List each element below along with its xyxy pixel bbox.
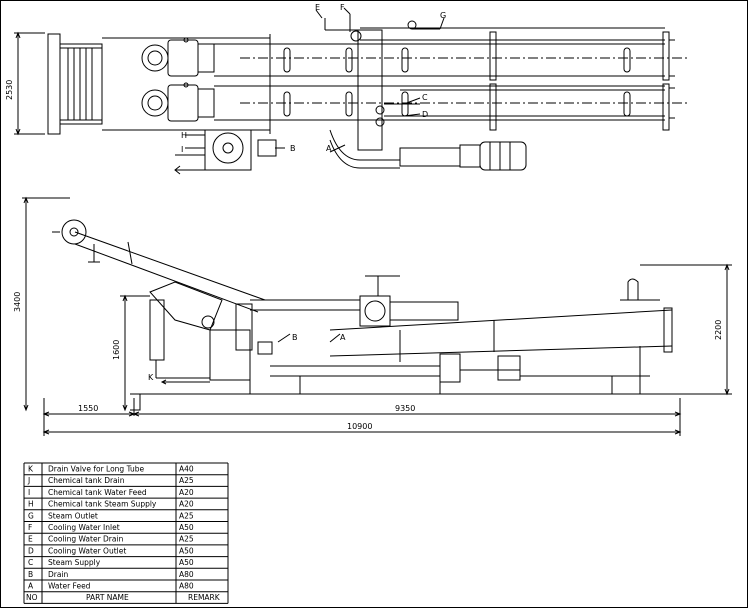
- side-right-height-dim: 2200: [714, 320, 723, 340]
- callout-i: I: [181, 145, 183, 154]
- callout-b: B: [290, 144, 296, 153]
- side-height-dim: 3400: [13, 292, 22, 312]
- side-len-main: 9350: [395, 404, 415, 413]
- callout-c: C: [422, 93, 428, 102]
- callout-g: G: [440, 11, 446, 20]
- side-inner-height-dim: 1600: [112, 340, 121, 360]
- side-callout-k: K: [148, 373, 154, 382]
- callout-f: F: [340, 3, 345, 12]
- callout-e: E: [315, 3, 320, 12]
- callout-h: H: [181, 131, 187, 140]
- side-callout-b: B: [292, 333, 298, 342]
- callout-a: A: [326, 144, 332, 153]
- side-len-left: 1550: [78, 404, 98, 413]
- top-view-height-dim: 2530: [5, 80, 14, 100]
- callout-d: D: [422, 110, 428, 119]
- side-callout-a: A: [340, 333, 346, 342]
- side-len-total: 10900: [347, 422, 372, 431]
